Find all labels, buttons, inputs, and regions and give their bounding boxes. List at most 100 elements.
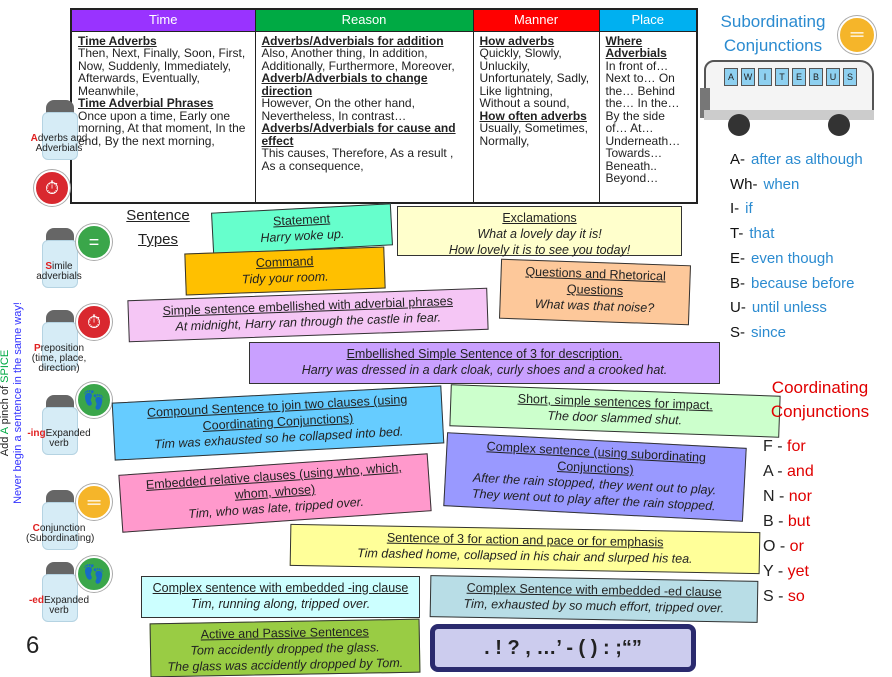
letter: N - bbox=[763, 488, 785, 505]
subordinating-item: T-that bbox=[730, 222, 863, 247]
bus-window-letter: B bbox=[809, 68, 823, 86]
strip-title: Exclamations bbox=[502, 211, 577, 225]
letter: I- bbox=[730, 200, 740, 218]
header-manner: Manner bbox=[472, 8, 600, 32]
text: In front of… Next to… On the… Behind the… bbox=[605, 58, 681, 185]
text: Then, Next, Finally, Soon, First, Now, S… bbox=[78, 46, 246, 98]
running-legs-icon: 👣 bbox=[76, 556, 112, 592]
strip-title: Complex sentence with embedded -ing clau… bbox=[152, 581, 409, 595]
coordinating-item: F - for bbox=[763, 434, 814, 459]
conjunction: that bbox=[749, 225, 775, 243]
bus-window-letter: S bbox=[843, 68, 857, 86]
subordinating-item: E-even though bbox=[730, 247, 863, 272]
spice-label: -edExpanded verb bbox=[26, 596, 92, 616]
bus-window-letter: A bbox=[724, 68, 738, 86]
conjunction-icon: ═ bbox=[76, 484, 112, 520]
conjunction: when bbox=[763, 175, 800, 193]
text: Quickly, Slowly, Unluckily, Unfortunatel… bbox=[479, 46, 590, 110]
text: Once upon a time, Early one morning, At … bbox=[78, 108, 246, 148]
clock-arrow-icon: ⏱ bbox=[76, 304, 112, 340]
page-number: 6 bbox=[26, 632, 40, 659]
header-place: Place bbox=[598, 8, 698, 32]
letter: E- bbox=[730, 249, 745, 267]
example-sentence: How lovely it is to see you today! bbox=[448, 243, 631, 257]
salt-shaker-icon bbox=[36, 228, 84, 288]
letter: S - bbox=[763, 588, 784, 605]
clock-arrow-icon: ⏱ bbox=[34, 170, 70, 206]
letter: A- bbox=[730, 151, 745, 168]
conjunction: but bbox=[787, 513, 811, 530]
strip-title: Embellished Simple Sentence of 3 for des… bbox=[346, 347, 623, 361]
conjunction: since bbox=[751, 323, 787, 341]
sentence-type-strip: Simple sentence embellished with adverbi… bbox=[127, 287, 489, 343]
heading: Adverbs/Adverbials for addition bbox=[261, 33, 444, 48]
spice-text: reposition (time, place, direction) bbox=[31, 343, 87, 374]
punctuation-box: . ! ? , …’ - ( ) : ;“” bbox=[430, 624, 696, 672]
sentence-type-strip: Embellished Simple Sentence of 3 for des… bbox=[249, 342, 720, 384]
letter: O - bbox=[763, 538, 786, 555]
coordinating-item: B - but bbox=[763, 509, 814, 534]
example-sentence: The glass was accidently dropped by Tom. bbox=[167, 655, 404, 675]
heading: How often adverbs bbox=[479, 108, 587, 123]
sentence-type-strip: Embedded relative clauses (using who, wh… bbox=[118, 453, 432, 533]
sentence-type-strip: Compound Sentence to join two clauses (u… bbox=[111, 385, 445, 461]
subordinating-item: A-after as although bbox=[730, 148, 863, 173]
conjunction: until unless bbox=[751, 299, 827, 317]
conjunction: for bbox=[787, 438, 806, 455]
spice-letter: -ing bbox=[27, 428, 46, 439]
spice-letter: A bbox=[30, 133, 38, 144]
spice-label: Conjunction (Subordinating) bbox=[26, 523, 94, 544]
conjunction: even though bbox=[751, 249, 834, 267]
text: Also, Another thing, In addition, Additi… bbox=[261, 46, 455, 73]
heading: Time Adverbial Phrases bbox=[78, 96, 214, 110]
spice-letter: C bbox=[32, 523, 40, 534]
text: SPICE bbox=[0, 349, 11, 383]
spice-text: Expanded verb bbox=[43, 595, 90, 616]
example-sentence: Tim, running along, tripped over. bbox=[190, 597, 371, 611]
sentence-types-title: Sentence Types bbox=[126, 207, 190, 248]
sentence-type-strip: Complex Sentence with embedded -ed claus… bbox=[429, 575, 759, 623]
header-time: Time bbox=[70, 8, 256, 32]
spice-title: Add A pinch of SPICE Never begin a sente… bbox=[0, 238, 25, 568]
heading: Adverbs/Adverbials for cause and effect bbox=[261, 121, 456, 148]
sentence-type-strip: Complex sentence with embedded -ing clau… bbox=[141, 576, 420, 618]
spice-label: Simile adverbials bbox=[26, 262, 92, 282]
coordinating-item: A - and bbox=[763, 459, 814, 484]
coordinating-item: S - so bbox=[763, 584, 814, 609]
subordinating-item: B-because before bbox=[730, 272, 863, 297]
conjunction: after as although bbox=[751, 151, 863, 168]
heading: Adverb/Adverbials to change direction bbox=[261, 71, 428, 98]
letter: Wh- bbox=[730, 175, 758, 193]
conjunction: so bbox=[787, 588, 805, 605]
text: However, On the other hand, Nevertheless… bbox=[261, 96, 415, 123]
subordinating-item: I-if bbox=[730, 197, 863, 222]
salt-shaker-icon bbox=[36, 562, 84, 622]
conjunction: or bbox=[789, 538, 804, 555]
heading: Time Adverbs bbox=[78, 33, 157, 48]
letter: B- bbox=[730, 274, 745, 292]
letter: T- bbox=[730, 225, 744, 243]
heading: How adverbs bbox=[479, 33, 555, 48]
coordinating-title: Coordinating Conjunctions bbox=[770, 378, 870, 421]
subordinating-item: U-until unless bbox=[730, 296, 863, 321]
text: pinch of bbox=[0, 382, 11, 428]
text: Usually, Sometimes, Normally, bbox=[479, 121, 588, 148]
text: Add bbox=[0, 434, 11, 457]
conjunction: yet bbox=[787, 563, 809, 580]
spice-text: Expanded verb bbox=[45, 428, 91, 449]
sentence-type-strip: Complex sentence (using subordinating Co… bbox=[443, 432, 747, 522]
letter: F - bbox=[763, 438, 783, 455]
conjunction-icon: ═ bbox=[838, 16, 876, 54]
running-legs-icon: 👣 bbox=[76, 382, 112, 418]
bus-window-letter: E bbox=[792, 68, 806, 86]
example-sentence: What a lovely day it is! bbox=[477, 227, 602, 241]
letter: A - bbox=[763, 463, 783, 480]
